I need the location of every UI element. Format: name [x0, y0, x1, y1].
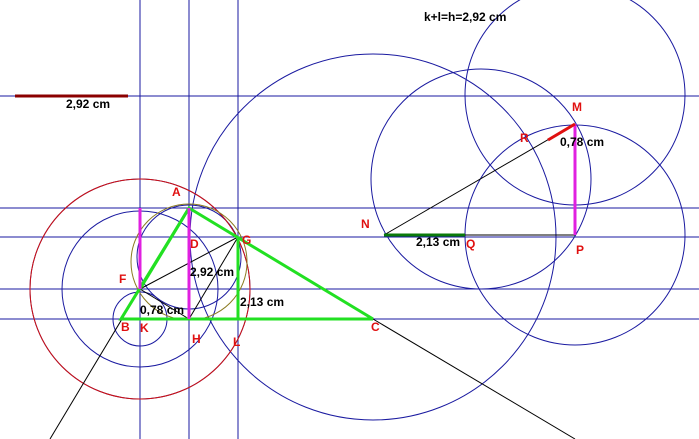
line-g-h — [188, 236, 239, 320]
formula-label: k+l=h=2,92 cm — [424, 10, 506, 24]
triangle-abc — [118, 205, 374, 321]
circle-red — [29, 178, 251, 400]
segment-mr — [547, 122, 576, 142]
point-h: H — [192, 332, 201, 346]
circle-n — [370, 68, 592, 290]
line-f-a — [138, 207, 191, 290]
point-f: F — [119, 272, 126, 286]
point-a: A — [172, 185, 181, 199]
measure-fk: 0,78 cm — [140, 303, 184, 317]
altitudes — [138, 124, 577, 319]
line-c-down — [372, 318, 576, 439]
point-c: C — [371, 320, 380, 334]
line-f-h — [139, 288, 190, 320]
construction-circles — [29, 0, 686, 421]
point-l: L — [233, 335, 240, 349]
point-r: R — [520, 131, 529, 145]
point-b: B — [121, 320, 130, 334]
measure-gl: 2,13 cm — [240, 295, 284, 309]
measure-fg: 2,92 cm — [190, 265, 234, 279]
point-q: Q — [466, 237, 475, 251]
point-g: G — [242, 233, 251, 247]
line-n-m — [383, 123, 576, 236]
point-p: P — [576, 243, 584, 257]
horizontal-lines — [0, 95, 699, 320]
measure-mq: 0,78 cm — [560, 135, 604, 149]
measure-nq: 2,13 cm — [416, 235, 460, 249]
point-d: D — [190, 237, 199, 251]
point-n: N — [361, 217, 370, 231]
point-m: M — [572, 100, 582, 114]
point-k: K — [140, 321, 149, 335]
measure-segment-h: 2,92 cm — [66, 97, 110, 111]
